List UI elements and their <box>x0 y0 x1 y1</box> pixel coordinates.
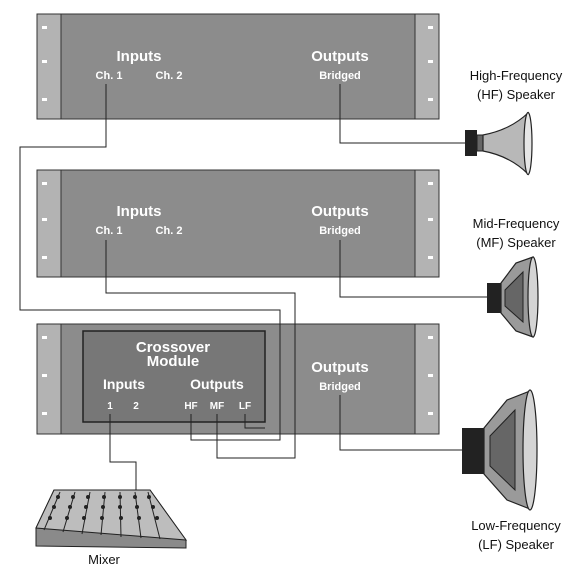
lf-speaker-label-line1: Low-Frequency <box>471 518 561 533</box>
amp-top-outputs-label: Outputs <box>311 48 369 65</box>
mixer-knobs <box>48 495 159 520</box>
rack-hole <box>428 412 433 415</box>
rack-hole <box>42 60 47 63</box>
rack-hole <box>428 182 433 185</box>
amp-mid-faceplate <box>60 169 416 278</box>
amp-mid-ch2-label: Ch. 2 <box>156 225 183 237</box>
amplifier-bottom: Crossover Module Inputs Outputs 1 2 HF M… <box>36 323 440 435</box>
hf-driver-throat <box>476 134 484 152</box>
mixer-fader-channels <box>43 491 161 540</box>
rack-hole <box>42 374 47 377</box>
rack-hole <box>428 26 433 29</box>
crossover-title-line2: Module <box>147 353 200 370</box>
lf-magnet <box>462 428 484 474</box>
mf-magnet <box>487 283 501 313</box>
crossover-mf-label: MF <box>210 401 224 412</box>
mf-speaker-label-line2: (MF) Speaker <box>476 235 556 250</box>
amp-mid-inputs-label: Inputs <box>117 203 162 220</box>
amp-mid-outputs-label: Outputs <box>311 203 369 220</box>
rack-hole <box>42 182 47 185</box>
wire-mf-to-amp-mid <box>105 240 296 459</box>
lf-rim <box>522 389 538 511</box>
hf-speaker-label-line1: High-Frequency <box>470 68 563 83</box>
wire-hf-to-amp-top <box>19 84 281 441</box>
rack-hole <box>428 374 433 377</box>
wire-lf-internal <box>244 414 265 429</box>
amp-bottom-outputs-label: Outputs <box>311 359 369 376</box>
amp-mid-bridged-label: Bridged <box>319 225 361 237</box>
amp-mid-left-rack-ear <box>36 169 62 278</box>
mixer-console-icon <box>35 489 188 549</box>
wire-amp-top-to-hf-speaker <box>339 84 465 144</box>
rack-hole <box>42 256 47 259</box>
crossover-module-panel <box>82 330 266 423</box>
amp-top-ch2-label: Ch. 2 <box>156 70 183 82</box>
hf-horn-mouth <box>523 111 533 176</box>
wire-amp-mid-to-mf-speaker <box>339 240 487 298</box>
rack-hole <box>428 218 433 221</box>
amp-mid-ch1-label: Ch. 1 <box>96 225 123 237</box>
hf-speaker-label-line2: (HF) Speaker <box>477 87 556 102</box>
rack-hole <box>428 336 433 339</box>
lf-cone-speaker-icon <box>462 389 538 511</box>
mf-cone-speaker-icon <box>487 256 539 338</box>
hf-driver-magnet <box>465 130 477 156</box>
rack-hole <box>42 218 47 221</box>
lf-cone <box>489 408 516 492</box>
amplifier-middle: Inputs Ch. 1 Ch. 2 Outputs Bridged <box>36 169 440 278</box>
amp-top-right-rack-ear <box>414 13 440 120</box>
amp-bottom-right-rack-ear <box>414 323 440 435</box>
amp-top-bridged-label: Bridged <box>319 70 361 82</box>
rack-hole <box>42 412 47 415</box>
crossover-input1-label: 1 <box>107 401 113 412</box>
mf-cone <box>504 270 524 324</box>
mixer-top-surface <box>35 489 188 541</box>
amplifier-top: Inputs Ch. 1 Ch. 2 Outputs Bridged <box>36 13 440 120</box>
amp-mid-right-rack-ear <box>414 169 440 278</box>
crossover-inputs-label: Inputs <box>103 376 145 392</box>
hf-horn-speaker-icon <box>465 111 533 176</box>
amp-top-left-rack-ear <box>36 13 62 120</box>
crossover-title-line1: Crossover <box>136 339 210 356</box>
amp-bottom-left-rack-ear <box>36 323 62 435</box>
rack-hole <box>42 26 47 29</box>
crossover-outputs-label: Outputs <box>190 376 244 392</box>
mf-speaker-label-line1: Mid-Frequency <box>473 216 560 231</box>
rack-hole <box>42 336 47 339</box>
rack-hole <box>42 98 47 101</box>
mf-rim <box>527 256 539 338</box>
rack-hole <box>428 60 433 63</box>
hf-horn-flare <box>482 111 529 176</box>
amp-bottom-bridged-label: Bridged <box>319 381 361 393</box>
mixer-label: Mixer <box>88 552 120 567</box>
rack-hole <box>428 256 433 259</box>
crossover-input2-label: 2 <box>133 401 139 412</box>
crossover-lf-label: LF <box>239 401 251 412</box>
amp-top-ch1-label: Ch. 1 <box>96 70 123 82</box>
rack-hole <box>428 98 433 101</box>
wire-mixer-to-crossover <box>109 414 137 492</box>
crossover-hf-label: HF <box>184 401 197 412</box>
amp-top-inputs-label: Inputs <box>117 48 162 65</box>
amp-top-faceplate <box>60 13 416 120</box>
wire-amp-bottom-to-lf-speaker <box>339 395 462 451</box>
lf-speaker-label-line2: (LF) Speaker <box>478 537 555 552</box>
signal-wires <box>19 84 487 492</box>
